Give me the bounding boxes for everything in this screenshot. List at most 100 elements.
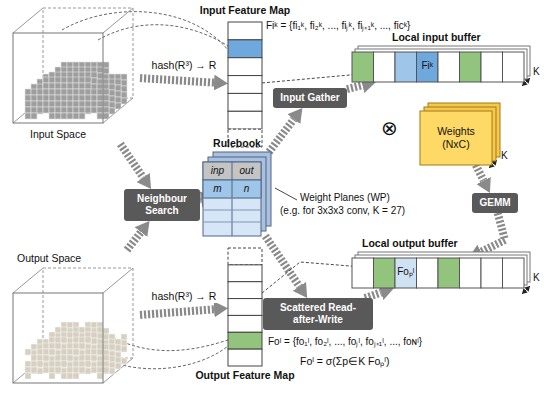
voxel [97, 333, 103, 339]
voxel [49, 107, 55, 113]
node-label: Output Space [17, 252, 81, 265]
voxel [55, 343, 61, 349]
cube-edge [13, 268, 43, 293]
process-box: GEMM [472, 193, 518, 213]
feature-map: Output Feature Map [228, 248, 262, 366]
voxel [61, 361, 67, 367]
voxel [25, 101, 31, 107]
voxel [103, 368, 109, 374]
voxel [103, 334, 109, 340]
voxel [79, 361, 85, 367]
voxel [25, 107, 31, 113]
mapping-line [262, 262, 352, 293]
buffer-cell [438, 258, 460, 288]
voxel-space-art [5, 250, 140, 390]
voxel [61, 349, 67, 355]
flow-arrow [127, 232, 141, 250]
buffer-cell [481, 52, 503, 82]
cube-back-face [43, 268, 133, 358]
voxel [61, 95, 67, 101]
voxel [73, 349, 79, 355]
voxel [115, 97, 121, 103]
voxel [85, 362, 91, 368]
feature-vector-formula: Fiᵏ = {fi₁ᵏ, fi₂ᵏ, ..., fiⱼᵏ, fiⱼ₊₁ᵏ, ..… [266, 20, 410, 32]
cube-edge [13, 98, 43, 123]
voxel [49, 95, 55, 101]
rulebook-grid [232, 162, 233, 236]
voxel [91, 339, 97, 345]
voxel [91, 356, 97, 362]
voxel [61, 355, 67, 361]
weight-plane [420, 111, 492, 165]
voxel [103, 89, 109, 95]
mapping-dashed-line [62, 12, 228, 50]
mapping-line [262, 75, 352, 83]
buffer-cell [481, 258, 503, 288]
voxel [43, 356, 49, 362]
voxel [43, 349, 49, 355]
voxel [121, 334, 127, 340]
voxel [55, 368, 61, 374]
flow-arrow [476, 165, 484, 181]
voxel [31, 89, 37, 95]
feature-cell [228, 299, 262, 316]
weight-stack: Weights (NxC) [420, 103, 500, 165]
voxel [49, 350, 55, 356]
weight-planes-label: Weight Planes (WP) [300, 192, 390, 204]
voxel [67, 332, 73, 338]
voxel [55, 107, 61, 113]
buffer-cell [417, 258, 439, 288]
mapping-dashed-line [98, 25, 228, 46]
buffer-row: Local input bufferFiᵏ [352, 52, 524, 82]
voxel [31, 344, 37, 350]
voxel [25, 361, 31, 367]
voxel [97, 107, 103, 113]
node-label: Input Space [30, 128, 86, 141]
voxel [43, 95, 49, 101]
voxel [79, 113, 85, 119]
node-label: Fiᵏ [417, 60, 439, 72]
leader-line [275, 188, 297, 200]
voxel [85, 355, 91, 361]
feature-cell [228, 22, 262, 40]
voxel [43, 343, 49, 349]
feature-map-art [228, 22, 262, 147]
voxel [37, 349, 43, 355]
voxel [97, 327, 103, 333]
buffer-cell [503, 52, 525, 82]
edge-label: hash(R³) → R [150, 290, 219, 303]
voxel [109, 84, 115, 90]
cube-edge [103, 98, 133, 123]
voxel [79, 327, 85, 333]
cube-edge [13, 358, 43, 383]
buffer-cell [395, 52, 417, 82]
voxel [25, 89, 31, 95]
voxel [109, 102, 115, 108]
voxel [91, 89, 97, 95]
voxel [55, 361, 61, 367]
voxel [73, 343, 79, 349]
flow-arrow [481, 213, 505, 252]
feature-map-art [228, 248, 262, 366]
voxel [37, 361, 43, 367]
voxel-space-art [5, 4, 140, 144]
voxel [79, 367, 85, 373]
voxel [37, 355, 43, 361]
flow-arrow [269, 119, 294, 152]
voxel [97, 361, 103, 367]
voxel [79, 344, 85, 350]
voxel [85, 107, 91, 113]
voxel [49, 373, 55, 379]
voxel [73, 95, 79, 101]
node-label: Local input buffer [392, 31, 481, 44]
voxel [73, 337, 79, 343]
voxel [91, 355, 97, 361]
voxel [85, 108, 91, 114]
depth-label: K [533, 66, 540, 78]
voxel [85, 101, 91, 107]
voxel [25, 349, 31, 355]
voxel [49, 367, 55, 373]
node-label: Weights (NxC) [420, 111, 492, 165]
feature-cell [228, 332, 262, 349]
node-label: Input Feature Map [200, 4, 290, 17]
